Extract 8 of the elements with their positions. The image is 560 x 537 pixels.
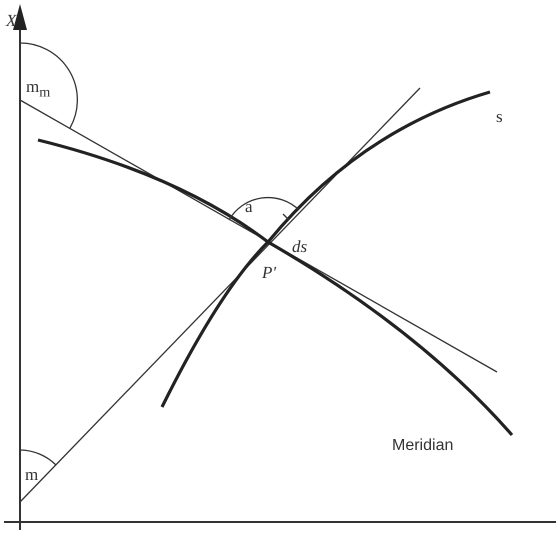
axis-label: X: [6, 12, 16, 29]
element-label: ds: [292, 238, 308, 255]
curve-label: Meridian: [392, 438, 454, 454]
curve-label: s: [496, 108, 503, 125]
angle-label: a: [245, 198, 253, 215]
point-label: P': [262, 264, 276, 281]
angle-label: m: [25, 466, 38, 483]
angle-label: m$_{m}$: [26, 78, 50, 100]
